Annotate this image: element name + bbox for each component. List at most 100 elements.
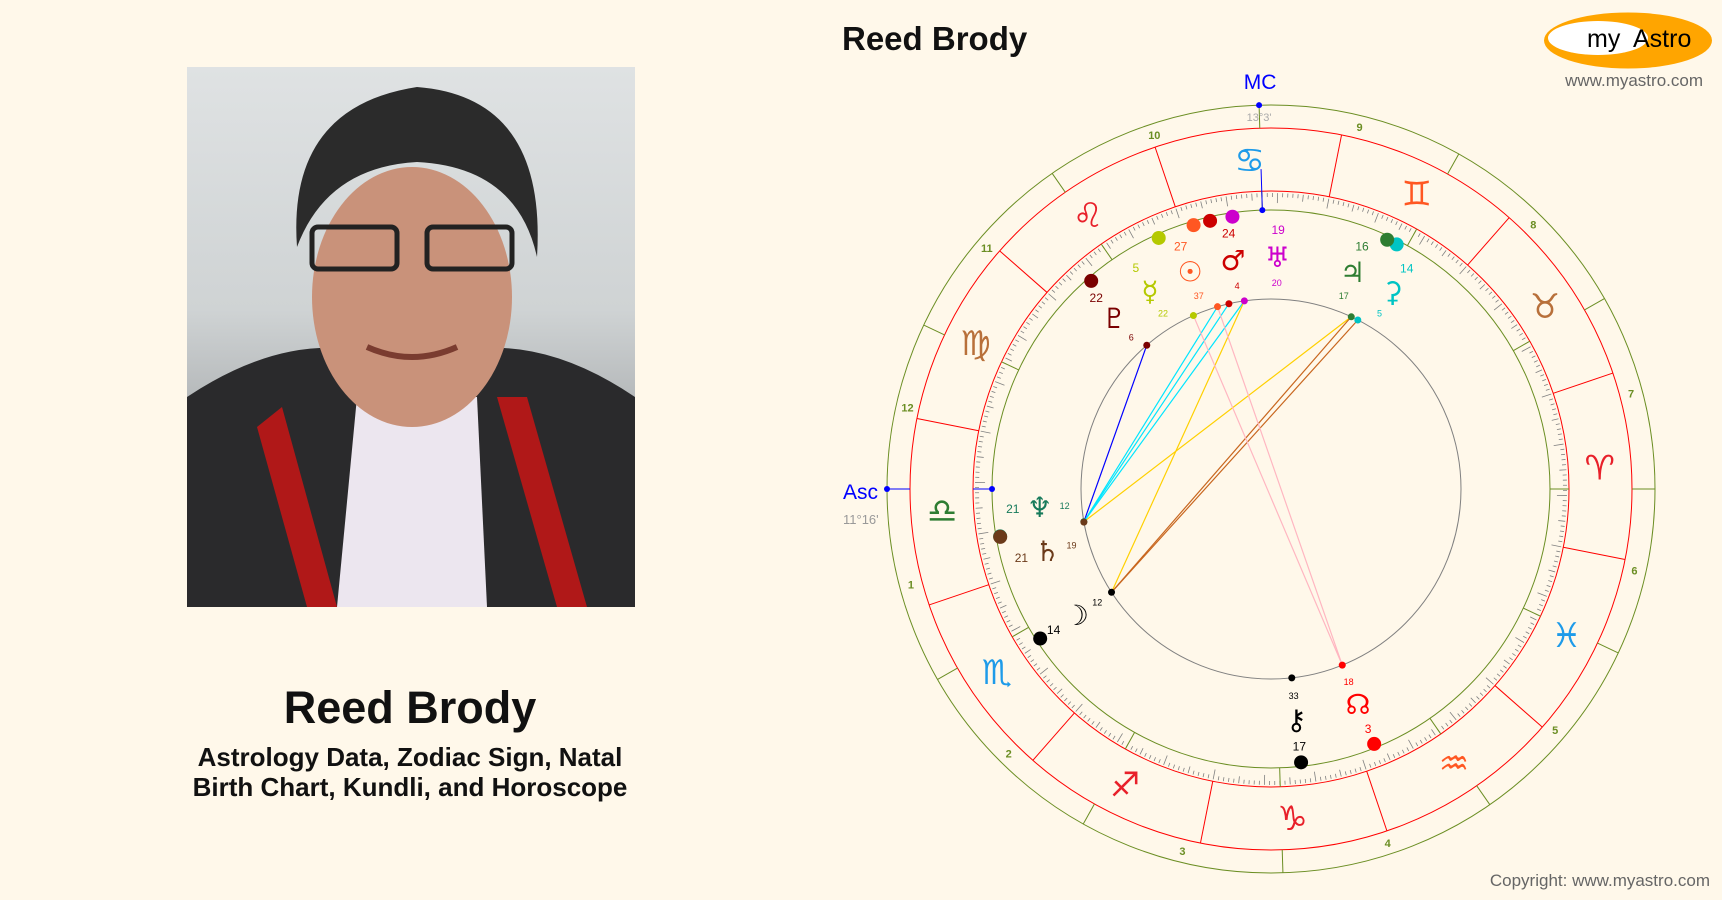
degree-tick [1144, 752, 1147, 757]
sign-glyph-taurus: ♉ [1530, 287, 1560, 327]
planet-minute-north-node: 18 [1344, 677, 1354, 687]
degree-tick [1039, 667, 1049, 675]
degree-tick [1114, 237, 1118, 241]
degree-tick [1032, 313, 1039, 319]
degree-tick [1041, 301, 1046, 305]
degree-tick [1555, 423, 1560, 426]
degree-tick [1527, 626, 1532, 630]
sign-glyph-leo: ♌ [1073, 196, 1103, 236]
degree-tick [1543, 383, 1548, 387]
planet-degree-ceres: 14 [1400, 261, 1414, 275]
degree-tick [983, 557, 991, 560]
degree-tick [1075, 703, 1083, 712]
degree-tick [1486, 685, 1491, 689]
degree-tick [1371, 211, 1374, 216]
degree-tick [987, 572, 992, 575]
degree-tick [1344, 771, 1347, 776]
degree-tick [1043, 675, 1047, 679]
degree-tick [1415, 742, 1419, 747]
degree-tick [1139, 747, 1144, 755]
planet-inner-marker-sun [1214, 303, 1222, 311]
degree-tick [1555, 555, 1560, 558]
planet-minute-uranus: 20 [1272, 278, 1282, 288]
degree-tick [1558, 520, 1566, 522]
degree-tick [1071, 704, 1075, 709]
degree-tick [1024, 649, 1031, 654]
degree-tick [1424, 737, 1428, 741]
degree-tick [1337, 200, 1340, 205]
house-number: 11 [981, 243, 993, 255]
house-cusp-inner [1406, 228, 1418, 246]
planet-minute-pluto: 6 [1129, 332, 1134, 342]
degree-tick [1142, 222, 1145, 227]
degree-tick [1552, 565, 1557, 568]
degree-tick [1390, 218, 1394, 223]
sign-glyph-sagittarius: ♐ [1110, 765, 1140, 805]
degree-tick [1175, 208, 1180, 219]
house-cusp [1447, 153, 1460, 175]
degree-tick [1010, 348, 1015, 352]
pluto-icon: ♇ [1102, 302, 1127, 335]
degree-tick [1079, 711, 1083, 716]
degree-tick [1228, 777, 1230, 782]
degree-tick [1549, 575, 1554, 578]
degree-tick [1089, 254, 1093, 259]
degree-tick [1378, 760, 1381, 765]
degree-tick [1521, 346, 1531, 352]
asc-marker [884, 486, 890, 492]
planet-inner-marker-moon [1108, 588, 1116, 596]
degree-tick [1406, 747, 1410, 752]
degree-tick [1158, 759, 1161, 764]
sign-boundary [999, 250, 1048, 293]
sign-glyph-cancer: ♋ [1234, 141, 1264, 181]
degree-tick [1030, 659, 1035, 663]
logo-url[interactable]: www.myastro.com [1565, 71, 1703, 90]
planet-minute-moon: 12 [1092, 598, 1102, 608]
degree-tick [1038, 305, 1042, 309]
degree-tick [1036, 667, 1041, 671]
degree-ring [991, 209, 1551, 769]
degree-tick [1110, 239, 1114, 244]
degree-tick [1559, 535, 1564, 538]
degree-tick [1501, 307, 1506, 311]
degree-tick [1470, 697, 1476, 704]
degree-tick [993, 386, 998, 389]
degree-tick [1085, 257, 1093, 267]
house-number: 1 [908, 580, 914, 592]
degree-tick [1426, 238, 1430, 243]
degree-tick [1468, 703, 1473, 707]
degree-tick [1135, 748, 1138, 753]
degree-tick [1151, 217, 1156, 225]
degree-tick [1177, 766, 1180, 771]
degree-tick [977, 527, 982, 530]
degree-tick [1117, 733, 1123, 743]
degree-tick [1514, 648, 1519, 652]
degree-tick [1099, 727, 1103, 731]
degree-tick [1447, 253, 1451, 257]
sign-boundary [1154, 146, 1176, 207]
degree-tick [1023, 326, 1028, 330]
degree-tick [1170, 210, 1173, 215]
degree-tick [1495, 299, 1499, 303]
degree-tick [1108, 732, 1112, 737]
degree-tick [1044, 297, 1049, 301]
degree-tick [1515, 637, 1525, 643]
degree-tick [1439, 247, 1443, 251]
degree-tick [1123, 231, 1127, 236]
house-cusp [1281, 849, 1284, 873]
degree-tick [979, 537, 984, 540]
planet-minute-chiron: 33 [1289, 691, 1299, 701]
sign-glyph-pisces: ♓ [1551, 616, 1581, 656]
degree-tick [1007, 353, 1012, 356]
aspect-line-neptune-pluto [1083, 345, 1148, 522]
myastro-logo[interactable]: my Astro [1543, 11, 1713, 70]
planet-degree-sun: 27 [1174, 239, 1188, 253]
degree-tick [989, 395, 994, 398]
planet-inner-marker-mars [1225, 300, 1233, 308]
mars-icon: ♂ [1220, 244, 1245, 277]
degree-tick [1132, 226, 1136, 231]
degree-tick [1529, 616, 1537, 621]
degree-tick [1550, 403, 1555, 406]
degree-tick [1324, 775, 1327, 780]
degree-tick [1485, 287, 1489, 292]
